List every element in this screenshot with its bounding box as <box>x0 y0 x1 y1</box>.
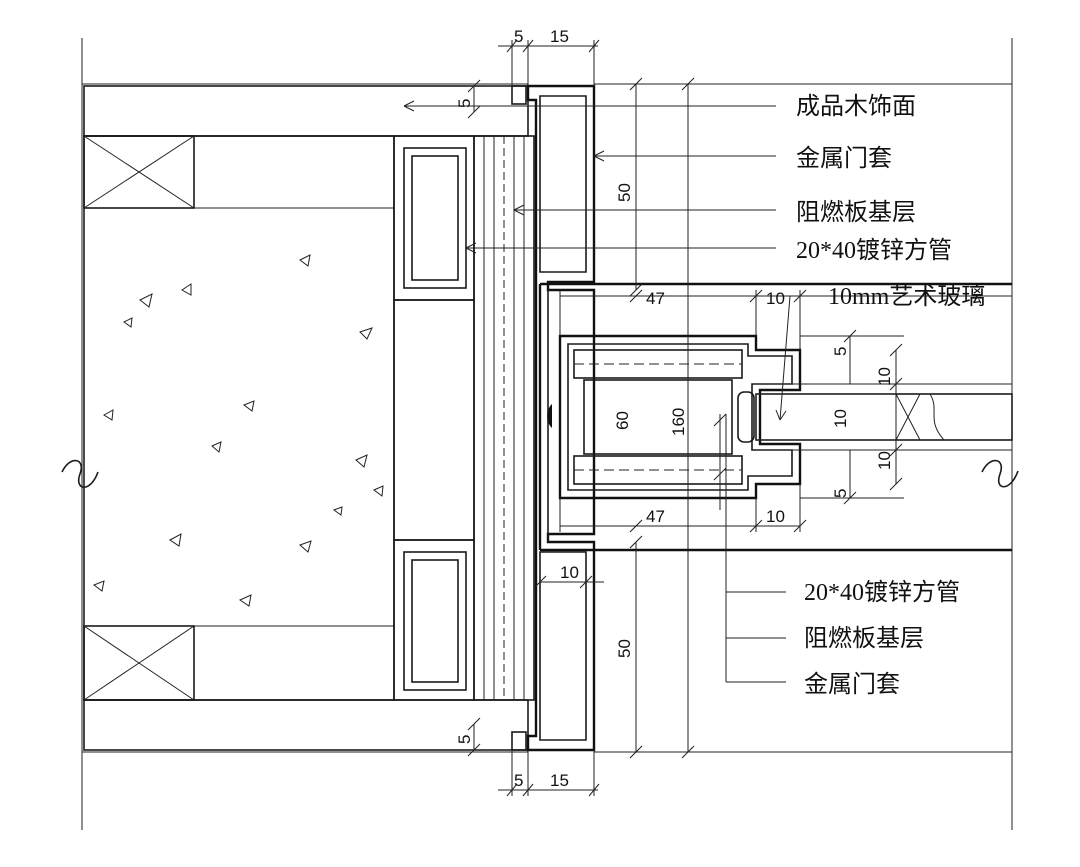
label-fire-retardant-board-lower: 阻燃板基层 <box>804 625 924 652</box>
dimension-lines <box>466 39 904 797</box>
dim-side-10-top: 10 <box>875 367 894 386</box>
galvanized-tube-upper <box>393 135 475 301</box>
label-art-glass: 10mm艺术玻璃 <box>828 283 985 310</box>
label-metal-door-frame-upper: 金属门套 <box>796 145 892 172</box>
wood-veneer-top <box>83 85 529 137</box>
dim-side-10-bottom: 10 <box>875 451 894 470</box>
dim-glass-thickness: 10 <box>831 409 850 428</box>
metal-door-frame <box>511 84 1012 752</box>
galvanized-tube-lower <box>393 539 475 701</box>
galvanized-tube-mid <box>393 299 475 541</box>
dim-bottom-left-gap: 5 <box>455 735 474 744</box>
fire-board-layers <box>473 135 535 701</box>
dim-lower-depth: 50 <box>615 639 634 658</box>
dim-core-60: 60 <box>613 411 632 430</box>
dim-inner-width-bottom: 47 <box>646 507 665 526</box>
label-galvanized-tube-lower: 20*40镀锌方管 <box>804 579 960 606</box>
outer-boundary <box>61 38 1019 830</box>
dim-inner-width-top: 47 <box>646 289 665 308</box>
dim-side-5-bottom: 5 <box>831 489 850 498</box>
dim-bottom-frame: 15 <box>550 771 569 790</box>
dim-lower-offset: 10 <box>560 563 579 582</box>
art-glass-panel <box>755 383 1013 451</box>
label-finished-wood-veneer: 成品木饰面 <box>796 93 916 120</box>
label-galvanized-tube-upper: 20*40镀锌方管 <box>796 237 952 264</box>
dim-top-gap: 5 <box>514 27 523 46</box>
dim-side-5-top: 5 <box>831 347 850 356</box>
callout-leaders <box>403 100 1012 683</box>
dim-core-160: 160 <box>669 408 688 436</box>
label-fire-retardant-board-upper: 阻燃板基层 <box>796 199 916 226</box>
dim-glass-top: 10 <box>766 289 785 308</box>
dim-upper-depth: 50 <box>615 183 634 202</box>
dim-glass-bottom: 10 <box>766 507 785 526</box>
wall-concrete <box>83 135 395 701</box>
dim-bottom-gap: 5 <box>514 771 523 790</box>
label-metal-door-frame-lower: 金属门套 <box>804 671 900 698</box>
dim-top-frame: 15 <box>550 27 569 46</box>
dim-top-left-gap: 5 <box>455 99 474 108</box>
